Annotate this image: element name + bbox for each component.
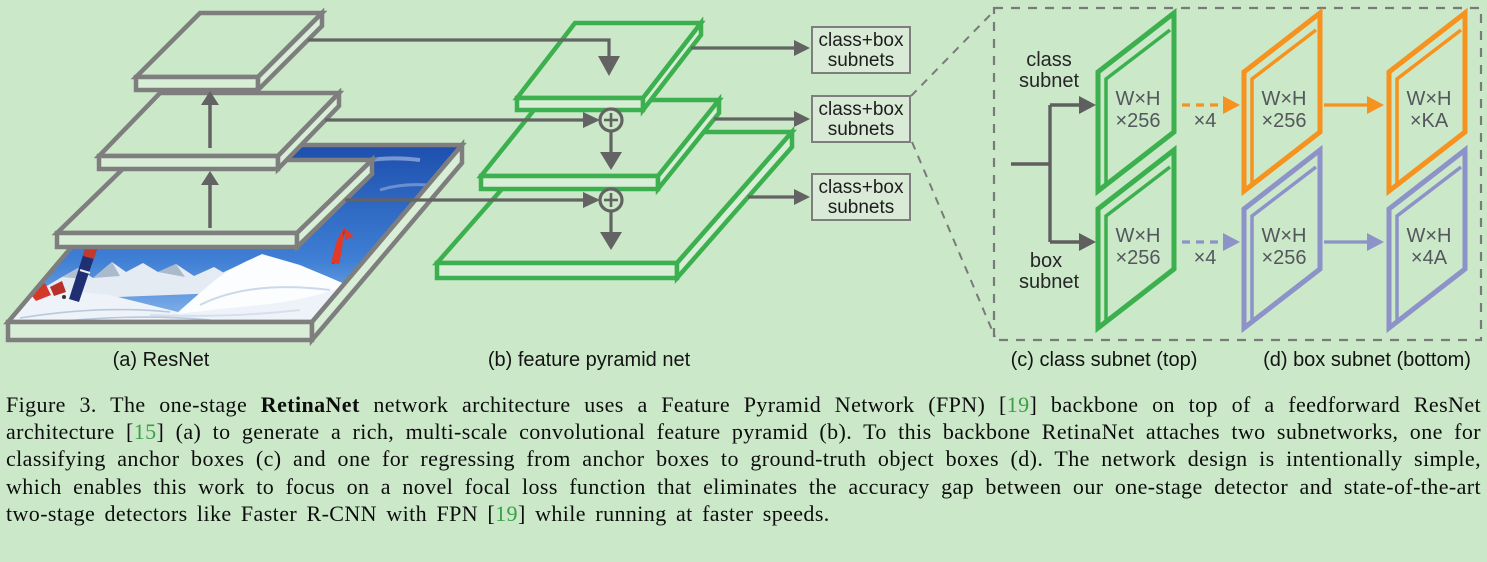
subnet-box-2: class+box subnets [811, 95, 911, 143]
times4-label-top: ×4 [1194, 110, 1217, 132]
resnet-feature-slab-2 [93, 87, 345, 175]
subfigure-label-c: (c) class subnet (top) [1011, 349, 1198, 371]
subfigure-label-b: (b) feature pyramid net [488, 349, 691, 371]
zoom-fan-line-top [910, 11, 994, 97]
box-subnet-label: box [1030, 250, 1062, 272]
svg-text:W×H: W×H [1116, 225, 1161, 247]
svg-text:W×H: W×H [1407, 225, 1452, 247]
svg-text:subnets: subnets [828, 197, 895, 218]
svg-text:subnets: subnets [828, 50, 895, 71]
resnet-up-arrow-2 [201, 171, 219, 228]
zoom-fan-line-bottom [911, 141, 996, 338]
svg-text:×256: ×256 [1261, 110, 1306, 132]
svg-text:W×H: W×H [1407, 88, 1452, 110]
class-subnet-label: class [1026, 49, 1072, 71]
resnet-up-arrow-1 [201, 91, 219, 148]
times4-label-bottom: ×4 [1194, 247, 1217, 269]
svg-text:×KA: ×KA [1410, 110, 1449, 132]
box-subnet-plane-1: W×H ×256 [1095, 144, 1177, 334]
svg-text:W×H: W×H [1262, 88, 1307, 110]
lateral-connection-top [308, 38, 620, 76]
subnet-input-bracket [1011, 103, 1080, 244]
subnet-box-1: class+box subnets [811, 26, 911, 74]
svg-text:W×H: W×H [1262, 225, 1307, 247]
output-arrow-1 [691, 40, 810, 56]
retinanet-architecture-diagram: class+box subnets class+box subnets clas… [3, 6, 1483, 371]
class-subnet-conv-arrow-solid [1324, 96, 1384, 114]
red-flag [28, 283, 51, 301]
svg-text:×256: ×256 [1115, 247, 1160, 269]
output-arrow-2 [714, 111, 810, 127]
box-subnet-conv-arrow-dashed [1182, 233, 1240, 251]
subfigure-label-a: (a) ResNet [113, 349, 210, 371]
output-arrow-3 [748, 189, 810, 205]
snowboard [69, 246, 97, 302]
svg-text:×4A: ×4A [1411, 247, 1448, 269]
box-subnet-plane-3: W×H ×4A [1386, 144, 1468, 334]
svg-text:W×H: W×H [1116, 88, 1161, 110]
lateral-connection-bottom [345, 187, 624, 250]
box-subnet-conv-arrow-solid [1324, 233, 1384, 251]
svg-text:×256: ×256 [1261, 247, 1306, 269]
subnet-box-3: class+box subnets [811, 173, 911, 221]
svg-text:subnet: subnet [1019, 70, 1079, 92]
svg-text:×256: ×256 [1115, 110, 1160, 132]
subnet-box-label: class+box [818, 99, 904, 120]
subfigure-label-d: (d) box subnet (bottom) [1263, 349, 1471, 371]
subnet-box-label: class+box [818, 30, 904, 51]
box-subnet-plane-2: W×H ×256 [1241, 144, 1323, 334]
resnet-feature-slab-3 [51, 154, 378, 253]
bracket-arrowhead-bottom [1079, 233, 1096, 251]
class-subnet-plane-1: W×H ×256 [1095, 7, 1177, 197]
subnet-box-label: class+box [818, 177, 904, 198]
figure-caption: Figure 3. The one-stage RetinaNet networ… [6, 392, 1481, 526]
class-subnet-plane-2: W×H ×256 [1241, 7, 1323, 197]
svg-text:subnet: subnet [1019, 271, 1079, 293]
class-subnet-conv-arrow-dashed [1182, 96, 1240, 114]
lateral-connection-mid [325, 107, 624, 170]
svg-text:subnets: subnets [828, 119, 895, 140]
bracket-arrowhead-top [1079, 96, 1096, 114]
red-banner [331, 228, 344, 264]
class-subnet-plane-3: W×H ×KA [1386, 7, 1468, 197]
resnet-feature-slab-1 [130, 7, 328, 96]
subnet-detail-panel [992, 6, 1483, 342]
